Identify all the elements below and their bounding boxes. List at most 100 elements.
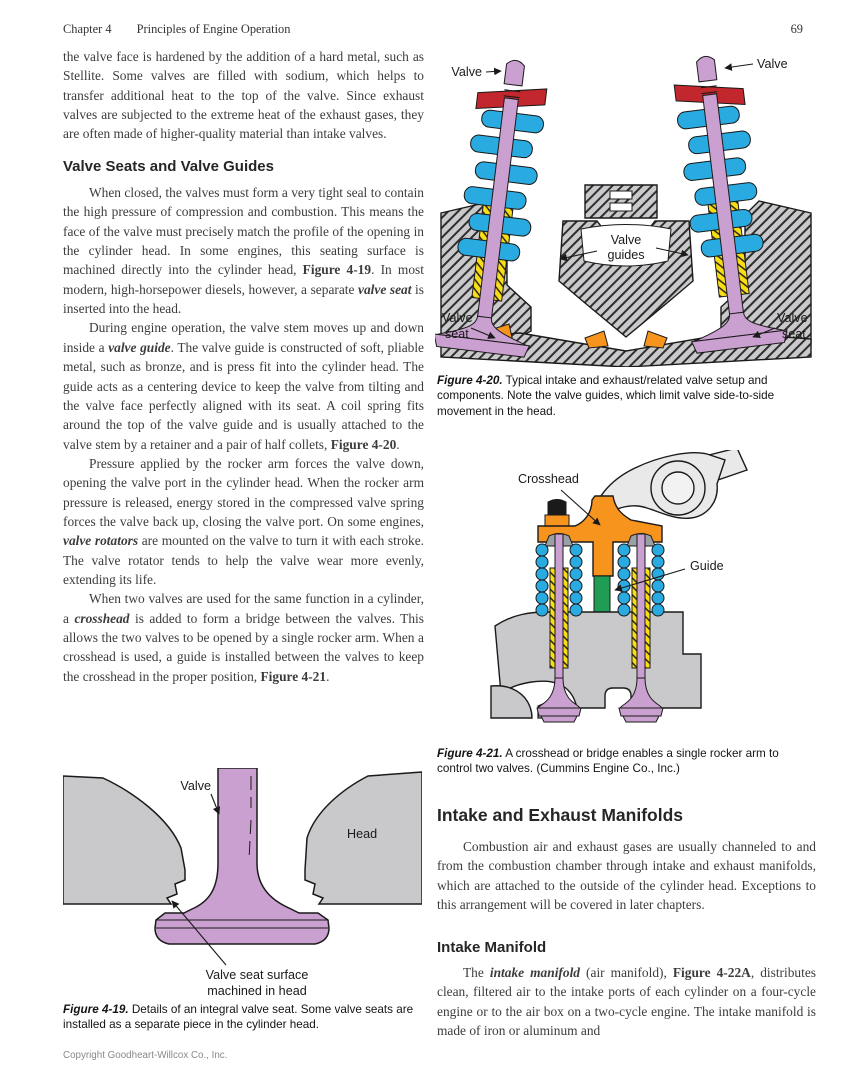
spring-coil [651,555,665,569]
valve-stem [636,533,646,685]
crosshead-guide [593,575,611,617]
label-valve-seat-left: Valve [442,311,473,325]
valve-tip [696,56,718,83]
figure-4-20-caption: Figure 4-20. Typical intake and exhaust/… [437,374,775,418]
right-column-paragraph: Combustion air and exhaust gases are usu… [437,837,816,914]
head-top-block [584,184,658,219]
spring-coil [535,543,549,557]
valve-head-rim [622,715,660,723]
valve-seat-shape [643,330,668,349]
valve-seat-shape [584,330,609,349]
seat-face-lines [156,919,328,929]
arrow [655,247,689,258]
spring-coil [535,579,549,593]
paragraph: The intake manifold (air manifold), Figu… [437,965,816,1039]
spring-coil [535,603,549,617]
valve-spring [535,543,583,617]
subheading-intake-manifold: Intake Manifold [437,939,547,956]
label-valve-left: Valve [451,65,482,79]
rocker-bore [661,471,695,505]
figure-4-21-caption: Figure 4-21. A crosshead or bridge enabl… [437,747,779,776]
paragraph: Pressure applied by the rocker arm force… [63,455,424,587]
label-pocket [580,224,672,267]
page-number: 69 [790,22,803,36]
valve-stem [554,533,564,685]
label-valve-seat-surface: machined in head [207,984,306,998]
chapter-title: Principles of Engine Operation [136,22,291,36]
spring-coil [569,567,583,581]
keeper-grooves [503,89,521,99]
spring-coil [535,591,549,605]
label-valve-seat-surface: Valve seat surface [206,968,309,982]
valve-head [618,707,664,717]
valve-spring [617,543,665,617]
arrow [560,489,601,526]
arrow [752,327,776,338]
figure-4-21-crosshead-diagram: Crosshead Guide [490,450,748,723]
label-valve-guides: guides [607,248,644,262]
valve-tip [503,60,525,87]
label-valve-guides: Valve [611,233,642,247]
paragraph: During engine operation, the valve stem … [63,320,424,452]
right-column-paragraph: The intake manifold (air manifold), Figu… [437,963,816,1040]
section-heading-manifolds: Intake and Exhaust Manifolds [437,805,684,825]
figure-4-20-valve-setup-diagram: Valve Valve Valve guides Valve seat Valv… [435,56,812,367]
paragraph: Combustion air and exhaust gases are usu… [437,839,816,913]
label-head: Head [347,827,377,841]
spring-coil [569,543,583,557]
right-valve-assembly [617,533,665,723]
arrow [470,327,496,339]
paragraph: When closed, the valves must form a very… [63,185,424,317]
label-valve-right: Valve [757,57,788,71]
crosshead-tab [544,514,570,527]
head-left-block [63,775,186,905]
label-valve-seat-right: Valve [777,311,808,325]
valve-spring [457,109,544,262]
spring-coil [651,543,665,557]
right-valve-assembly [673,56,788,354]
spring-coil [569,555,583,569]
spring-coil [535,555,549,569]
label-valve-seat-left: seat [445,327,469,341]
spring-coil [569,603,583,617]
left-column: the valve face is hardened by the additi… [63,47,424,686]
spring-coil [617,543,631,557]
spring-coil [617,555,631,569]
left-valve-assembly [535,533,583,723]
spring-coil [617,567,631,581]
figure-4-19-valve-seat-diagram: Valve Head Valve seat surface machined i… [63,768,422,998]
spring-coil [651,603,665,617]
head-right-block [304,771,422,905]
arrow [559,250,598,262]
spring-coil [617,603,631,617]
bolt-slot [609,190,633,200]
copyright-notice: Copyright Goodheart-Willcox Co., Inc. [63,1050,228,1061]
spring-coil [535,567,549,581]
crosshead [537,495,663,577]
arrow [485,67,502,76]
spring-coil [651,579,665,593]
valve-head [536,707,582,717]
figure-4-19-caption: Figure 4-19. Details of an integral valv… [63,1003,414,1032]
section-heading-valve-seats: Valve Seats and Valve Guides [63,157,274,175]
adjusting-nut [547,499,567,516]
label-crosshead: Crosshead [518,472,579,486]
stem-highlight [248,776,252,861]
paragraph: When two valves are used for the same fu… [63,591,424,684]
valve-head-rim [540,715,578,723]
running-head: Chapter 4 Principles of Engine Operation… [63,22,803,37]
spring-coil [569,579,583,593]
spring-coil [651,591,665,605]
arrow [210,793,221,815]
keeper-grooves [700,85,718,95]
spring-coil [617,591,631,605]
cylinder-head-block [494,611,702,709]
label-valve-seat-right: seat [782,327,806,341]
head-lower-piece [490,685,533,719]
valve [154,768,330,945]
arrow [614,568,686,592]
valve-head [435,333,531,358]
arrow [724,63,754,71]
label-valve: Valve [180,779,211,793]
rocker-arm [592,450,748,521]
